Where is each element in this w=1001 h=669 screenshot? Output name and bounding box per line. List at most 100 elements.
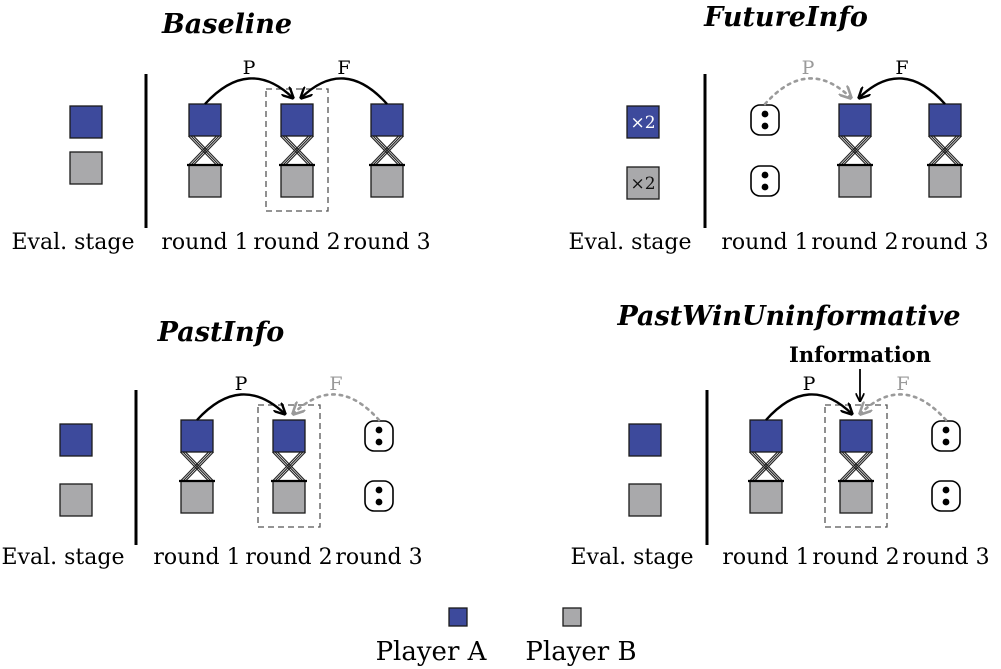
panel-title: PastWinUninformative [616,301,960,332]
eval-square-player-b [626,166,660,200]
match-link [277,451,306,482]
match-link [182,451,212,482]
arrow-f [859,77,946,105]
match-link [280,135,309,166]
information-label: Information [789,342,931,367]
round-square-player-b [188,164,222,198]
match-link [839,451,868,482]
round-square-player-b [370,164,404,198]
placeholder-dot [375,486,383,494]
match-link [185,451,214,482]
round-square-player-a [838,103,872,137]
round-square-player-a [928,103,962,137]
match-link [282,135,312,166]
eval-stage-label: Eval. stage [12,230,135,255]
panel-title: Baseline [161,9,292,40]
panel-title: FutureInfo [703,2,868,33]
match-link [749,451,778,482]
match-link [844,451,873,482]
eval-multiplier-a: ×2 [630,113,655,133]
legend-swatch-player-b [562,607,582,627]
placeholder-dot [942,486,950,494]
legend: Player A Player B [376,607,637,667]
match-link [840,135,870,166]
match-link [375,135,404,166]
round-label: round 1 [161,230,248,255]
round-label: round 1 [722,545,809,570]
match-link [285,135,314,166]
eval-stage-label: Eval. stage [2,545,125,570]
round-label: round 3 [335,545,422,570]
arrow-label-p: P [243,57,256,79]
match-link [933,135,962,166]
arrow-p [196,393,285,421]
eval-multiplier-b: ×2 [630,174,655,194]
round-square-player-b [838,164,872,198]
round-square-player-b [839,480,873,514]
arrow-label-f: F [895,57,908,79]
placeholder-dot [942,426,950,434]
arrow-label-f: F [329,373,342,395]
match-link [180,451,209,482]
legend-label-player-b: Player B [525,637,636,667]
round-square-player-b [928,164,962,198]
arrow-f [860,393,948,422]
round-2-highlight [257,404,321,528]
match-link [274,451,304,482]
round-square-player-a [839,419,873,453]
arrow-p [765,393,852,421]
arrow-f [301,77,388,105]
arrow-label-p: P [802,57,815,79]
legend-swatch-player-a [448,607,468,627]
match-link [190,135,220,166]
eval-square-player-a [628,423,662,457]
round-square-player-a [280,103,314,137]
round-square-player-a [749,419,783,453]
round-label: round 1 [153,545,240,570]
placeholder-dot [761,110,769,118]
match-link [370,135,399,166]
match-link [754,451,783,482]
placeholder-dot [375,438,383,446]
match-link [751,451,781,482]
match-link [372,135,402,166]
round-square-player-a [188,103,222,137]
round-label: round 2 [245,545,332,570]
eval-stage-label: Eval. stage [569,230,692,255]
round-square-player-a [272,419,306,453]
round-square-player-b [749,480,783,514]
round-label: round 2 [811,230,898,255]
placeholder-box [750,104,780,136]
placeholder-dot [942,438,950,446]
arrow-label-f: F [896,373,909,395]
arrow-p [204,77,293,105]
round-square-player-b [272,480,306,514]
panel-title: PastInfo [157,317,285,348]
match-link [838,135,867,166]
legend-label-player-a: Player A [376,637,488,667]
arrow-label-p: P [803,373,816,395]
eval-square-player-b [69,151,103,185]
round-label: round 3 [343,230,430,255]
round-label: round 2 [253,230,340,255]
placeholder-dot [942,498,950,506]
placeholder-dot [375,498,383,506]
match-link [843,135,872,166]
round-square-player-a [180,419,214,453]
match-link [841,451,871,482]
eval-square-player-a [59,423,93,457]
arrow-label-f: F [337,57,350,79]
eval-stage-label: Eval. stage [571,545,694,570]
placeholder-box [931,420,961,452]
arrow-p [763,77,851,106]
placeholder-box [364,420,394,452]
round-label: round 1 [721,230,808,255]
eval-square-player-a [626,105,660,139]
eval-square-player-b [59,483,93,517]
placeholder-box [750,165,780,197]
